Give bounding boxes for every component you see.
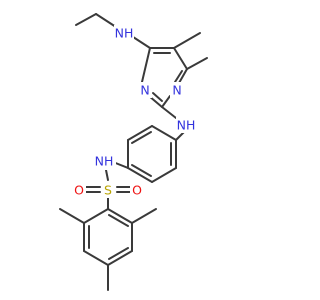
molecule-drawing: NH N N NH NH S O O <box>59 13 208 291</box>
bond-mes-3-4 <box>107 250 133 266</box>
bond-ph-4-5 <box>127 167 153 183</box>
bond-pyr-c6-n1 <box>178 68 188 84</box>
atom-n-ethylamino-label: NH <box>115 26 134 41</box>
atom-n-bridge-label: NH <box>177 118 196 133</box>
bond-mes-methyl-right <box>131 208 157 224</box>
atom-n-pyrimidine-right: N <box>170 82 184 98</box>
atom-o-left-label: O <box>74 183 84 198</box>
atom-o-right-label: O <box>132 183 142 198</box>
bond-pyr-c2-n3-double <box>152 92 163 102</box>
bond-mes-3-4-double <box>108 247 129 260</box>
atom-n-sulfonamide: NH <box>92 152 116 170</box>
bond-pyr-n3-c4 <box>141 47 151 83</box>
atom-n-bridge: NH <box>176 117 196 133</box>
bond-ethyl-ch3 <box>75 13 97 26</box>
bond-pyr-n1-c2 <box>161 95 171 108</box>
bond-ph-5-6 <box>151 167 177 183</box>
bond-pyr-c2-nh <box>161 106 177 119</box>
atom-n-pyrimidine-left: N <box>138 82 152 98</box>
bond-mes-6-1 <box>83 208 109 224</box>
bond-nh-s <box>105 169 109 181</box>
atom-n-ethylamino: NH <box>114 25 134 41</box>
bond-mes-methyl-left <box>59 208 85 224</box>
bond-ph-4-5-double <box>131 164 152 177</box>
bond-pyr-c5-c6 <box>173 47 188 70</box>
atom-n-pyrimidine-left-label: N <box>140 83 149 98</box>
bond-mes-4-5 <box>83 250 109 266</box>
bond-ph-2-3-double <box>131 131 152 144</box>
atom-o-left: O <box>72 182 86 198</box>
bond-ph-2-3 <box>127 125 153 141</box>
bond-mes-1-2 <box>107 208 133 224</box>
atom-s-label: S <box>104 183 112 198</box>
bond-pyr-c6-methyl-up <box>173 32 201 49</box>
bond-pyr-methyl <box>186 57 208 70</box>
bond-pyr-c6-n1-double <box>174 70 183 83</box>
atom-n-sulfonamide-label: NH <box>95 154 114 169</box>
bond-ethyl-ch2-n <box>95 13 117 28</box>
bond-mes-1-2-double <box>108 214 129 227</box>
atom-n-pyrimidine-right-label: N <box>172 83 181 98</box>
molecule-svg: NH N N NH NH S O O <box>59 13 208 291</box>
bond-ph-1-2 <box>151 125 177 141</box>
atom-s: S <box>101 182 115 198</box>
atom-o-right: O <box>130 182 144 198</box>
